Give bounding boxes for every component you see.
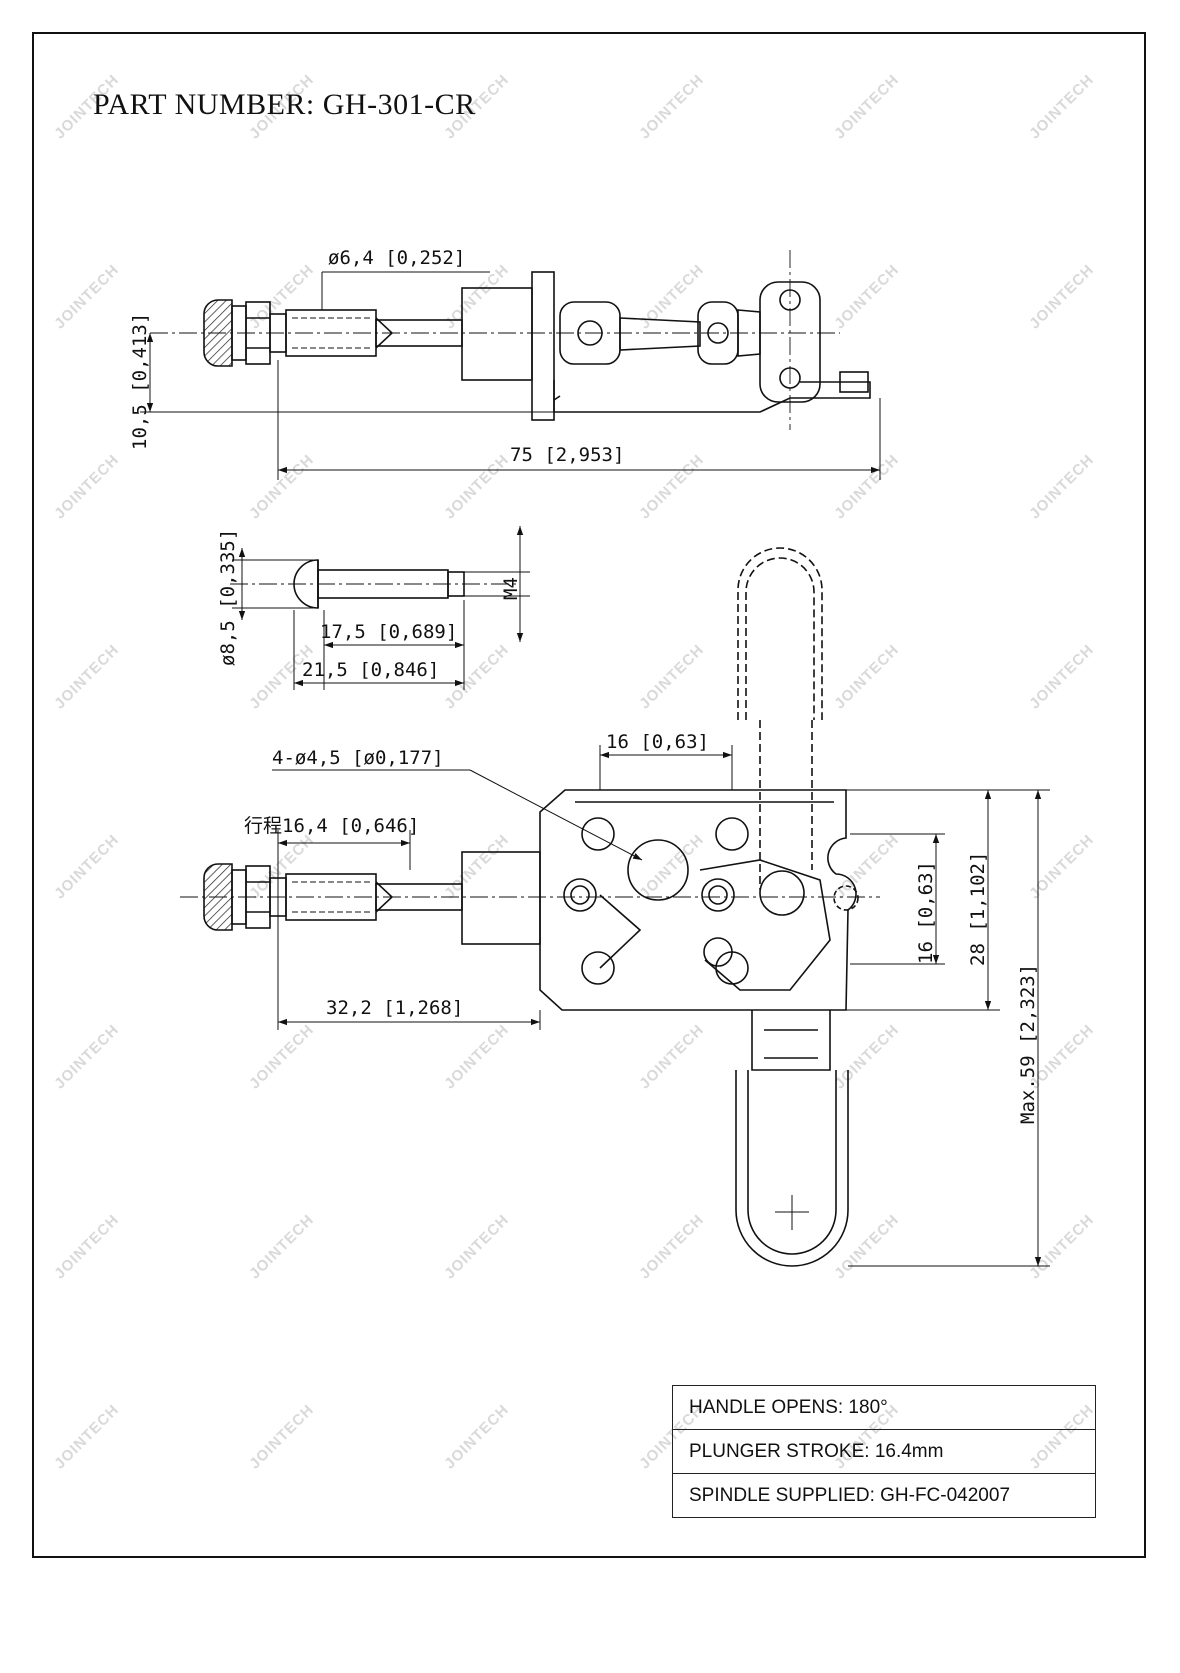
- watermark-text: JOINTECH: [636, 451, 707, 522]
- watermark-text: JOINTECH: [831, 831, 902, 902]
- watermark-text: JOINTECH: [51, 261, 122, 332]
- dim-hole-spacing-top: 16 [0,63]: [606, 731, 709, 753]
- dim-base-height: 28 [1,102]: [967, 852, 989, 966]
- watermark-text: JOINTECH: [1026, 451, 1097, 522]
- dim-stroke: 行程16,4 [0,646]: [244, 815, 419, 837]
- spindle-detail: [230, 559, 520, 609]
- watermark-layer: JOINTECH JOINTECH JOINTECH JOINTECH JOINTECH…: [51, 71, 1097, 1472]
- note-handle-opens: HANDLE OPENS: 180°: [689, 1396, 888, 1418]
- border-frame: [32, 32, 1146, 1558]
- watermark-text: JOINTECH: [246, 451, 317, 522]
- watermark-text: JOINTECH: [1026, 641, 1097, 712]
- dim-spindle-head-dia: ø8,5 [0,335]: [217, 529, 239, 666]
- dim-height-10-5: 10,5 [0,413]: [129, 313, 151, 450]
- watermark-text: JOINTECH: [51, 831, 122, 902]
- main-view: [180, 547, 880, 1267]
- watermark-text: JOINTECH: [1026, 1211, 1097, 1282]
- dim-spindle-17-5: 17,5 [0,689]: [320, 621, 457, 643]
- dim-plunger-length: 32,2 [1,268]: [326, 997, 463, 1019]
- part-number-title: PART NUMBER: GH-301-CR: [93, 88, 476, 121]
- watermark-text: JOINTECH: [441, 1211, 512, 1282]
- watermark-text: JOINTECH: [51, 641, 122, 712]
- watermark-text: JOINTECH: [51, 1401, 122, 1472]
- watermark-text: JOINTECH: [636, 641, 707, 712]
- note-plunger-stroke: PLUNGER STROKE: 16.4mm: [673, 1429, 1095, 1473]
- watermark-text: JOINTECH: [246, 1401, 317, 1472]
- watermark-text: JOINTECH: [831, 261, 902, 332]
- watermark-text: JOINTECH: [1026, 831, 1097, 902]
- note-spindle-supplied: SPINDLE SUPPLIED: GH-FC-042007: [673, 1473, 1095, 1517]
- watermark-text: JOINTECH: [441, 451, 512, 522]
- spindle-dimensions: [232, 526, 530, 690]
- dim-shaft-dia: ø6,4 [0,252]: [328, 247, 465, 269]
- watermark-text: JOINTECH: [441, 831, 512, 902]
- watermark-text: JOINTECH: [636, 71, 707, 142]
- watermark-text: JOINTECH: [246, 261, 317, 332]
- dim-max-height: Max.59 [2,323]: [1017, 964, 1039, 1124]
- watermark-text: JOINTECH: [1026, 261, 1097, 332]
- watermark-text: JOINTECH: [636, 1021, 707, 1092]
- dim-spindle-21-5: 21,5 [0,846]: [302, 659, 439, 681]
- watermark-text: JOINTECH: [441, 641, 512, 712]
- dim-holes: 4-ø4,5 [ø0,177]: [272, 747, 444, 769]
- watermark-text: JOINTECH: [246, 1211, 317, 1282]
- dim-overall-length: 75 [2,953]: [510, 444, 624, 466]
- watermark-text: JOINTECH: [831, 1211, 902, 1282]
- watermark-text: JOINTECH: [636, 1211, 707, 1282]
- watermark-text: JOINTECH: [51, 451, 122, 522]
- main-view-dimensions: [272, 745, 1050, 1267]
- dim-spindle-thread: M4: [500, 577, 522, 600]
- watermark-text: JOINTECH: [246, 1021, 317, 1092]
- top-view: [150, 250, 871, 430]
- notes-table: HANDLE OPENS: 180° PLUNGER STROKE: 16.4m…: [672, 1385, 1096, 1518]
- watermark-text: JOINTECH: [51, 1021, 122, 1092]
- watermark-text: JOINTECH: [831, 1021, 902, 1092]
- watermark-text: JOINTECH: [246, 831, 317, 902]
- dim-hole-spacing-side: 16 [0,63]: [915, 861, 937, 964]
- top-view-dimensions: [140, 271, 881, 480]
- watermark-text: JOINTECH: [831, 451, 902, 522]
- watermark-text: JOINTECH: [831, 71, 902, 142]
- watermark-text: JOINTECH: [831, 641, 902, 712]
- watermark-text: JOINTECH: [51, 1211, 122, 1282]
- watermark-text: JOINTECH: [441, 1021, 512, 1092]
- watermark-text: JOINTECH: [1026, 71, 1097, 142]
- watermark-text: JOINTECH: [441, 1401, 512, 1472]
